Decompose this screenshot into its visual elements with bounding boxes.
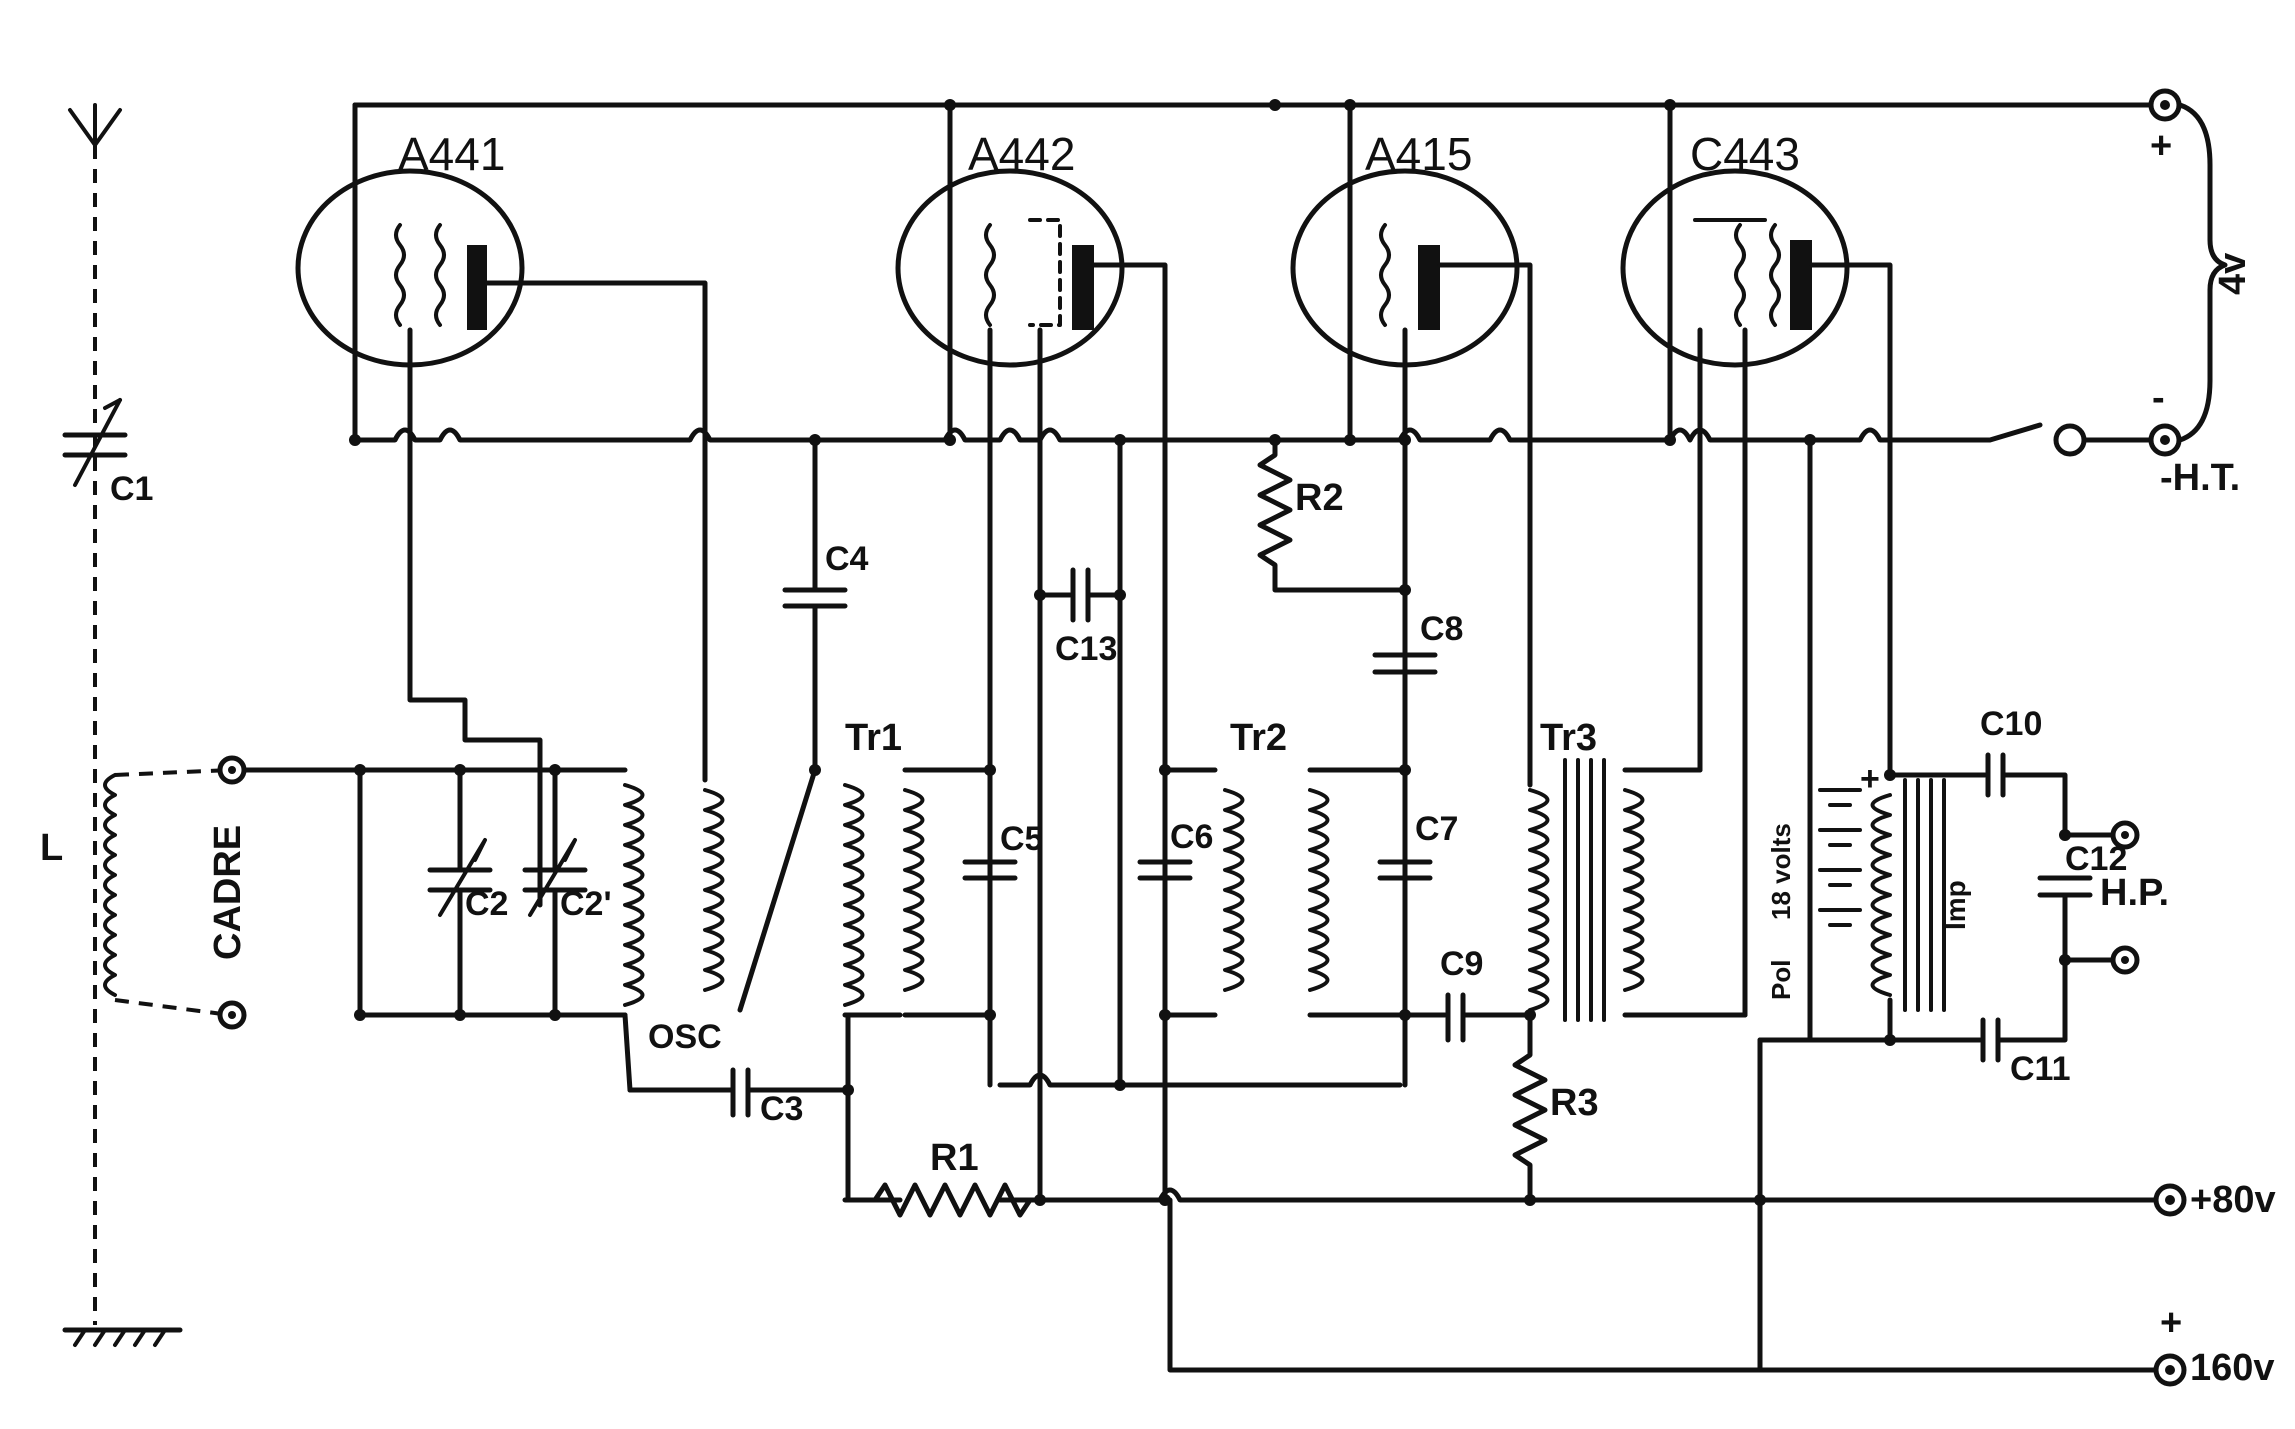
cadre-terminals: CADRE [207, 755, 249, 1030]
hp-label: H.P. [2100, 872, 2169, 914]
terminal-4v-minus: - -H.T. [2148, 377, 2240, 499]
frame-antenna-coil: L [40, 768, 231, 1017]
tube-v4: C443 [1620, 102, 1893, 1018]
output-impedance-section: Imp C10 C12 C11 [1870, 705, 2127, 1088]
capacitor-c3-label: C3 [760, 1090, 803, 1128]
battery-side-label: Pol [1766, 960, 1796, 1000]
resistor-r2-label: R2 [1295, 477, 1344, 519]
terminal-80v-label: +80v [2190, 1179, 2276, 1221]
capacitor-c10-label: C10 [1980, 705, 2042, 743]
battery-voltage-label: 18 volts [1766, 823, 1796, 920]
bias-battery: + 18 volts Pol [1754, 434, 1893, 1373]
transformer-tr3: Tr3 [1528, 717, 1748, 1022]
frame-coil-label: L [40, 827, 63, 869]
antenna-symbol [68, 103, 122, 1325]
capacitor-c3: C3 [627, 1067, 851, 1128]
terminal-ht-label: -H.T. [2160, 457, 2240, 499]
terminal-4v-plus: + [2148, 88, 2182, 167]
capacitor-c6-label: C6 [1170, 818, 1213, 856]
battery-4v-label: 4v [2212, 253, 2254, 295]
tr2-label: Tr2 [1230, 717, 1287, 759]
tube-v1-label: A441 [398, 128, 505, 180]
capacitor-c4-label: C4 [825, 540, 869, 578]
tr1-label: Tr1 [845, 717, 902, 759]
resistor-r2: R2 [1257, 434, 1411, 596]
tube-v1: A441 [295, 102, 708, 908]
tube-v2-label: A442 [968, 128, 1075, 180]
capacitor-c4: C4 [782, 434, 869, 773]
transformer-tr1: Tr1 [737, 717, 993, 1203]
capacitor-c7-label: C7 [1415, 810, 1458, 848]
loudspeaker-terminals: H.P. [2062, 820, 2169, 975]
capacitor-c5: C5 [962, 764, 1043, 1021]
tube-v3-label: A415 [1365, 128, 1472, 180]
resistor-r3-label: R3 [1550, 1082, 1599, 1124]
terminal-160v-label: 160v [2190, 1347, 2275, 1389]
capacitor-c13-label: C13 [1055, 630, 1117, 668]
imp-label: Imp [1940, 880, 1971, 930]
capacitor-c9: C9 [1402, 945, 1533, 1043]
signal-ground-bus [357, 1012, 1403, 1088]
capacitor-c8: C8 [1372, 610, 1463, 675]
terminal-4v-minus-label: - [2152, 377, 2165, 419]
capacitor-c2-label: C2 [465, 885, 508, 923]
terminal-plus-80v: +80v [2153, 1179, 2276, 1221]
resistor-r1-label: R1 [930, 1137, 979, 1179]
tube-v3: A415 [1290, 102, 1533, 1088]
capacitor-c1: C1 [62, 398, 153, 508]
terminal-4v-plus-label: + [2150, 125, 2172, 167]
input-tuning-section: C2 C2' [241, 764, 628, 1021]
capacitor-c7: C7 [1307, 764, 1458, 1021]
tube-v2: A442 [895, 102, 1168, 1203]
capacitor-c1-label: C1 [110, 470, 153, 508]
plus-160v-bus [1167, 1197, 2163, 1373]
terminal-plus-160v: + 160v [2153, 1302, 2275, 1389]
oscillator-coil: OSC [622, 783, 733, 1093]
capacitor-c13: C13 [1034, 434, 1126, 1088]
junction-dots [349, 99, 1676, 1206]
osc-label: OSC [648, 1018, 722, 1056]
battery-plus-label: + [1860, 760, 1880, 798]
negative-bus-with-crossovers [352, 422, 2163, 457]
capacitor-c5-label: C5 [1000, 820, 1043, 858]
capacitor-c9-label: C9 [1440, 945, 1483, 983]
battery-4v-brace: 4v [2177, 102, 2254, 443]
cadre-label: CADRE [207, 825, 249, 960]
capacitor-c2p-label: C2' [560, 885, 612, 923]
terminal-160v-plus-label: + [2160, 1302, 2182, 1344]
ground-symbol [62, 1327, 183, 1347]
tube-v4-label: C443 [1690, 128, 1800, 180]
transformer-tr2: C6 Tr2 [1137, 717, 1443, 1021]
resistor-r1: R1 [845, 1137, 1046, 1218]
capacitor-c8-label: C8 [1420, 610, 1463, 648]
tr3-label: Tr3 [1540, 717, 1597, 759]
resistor-r3: R3 [1512, 1009, 1599, 1206]
capacitor-c11-label: C11 [2010, 1050, 2071, 1088]
